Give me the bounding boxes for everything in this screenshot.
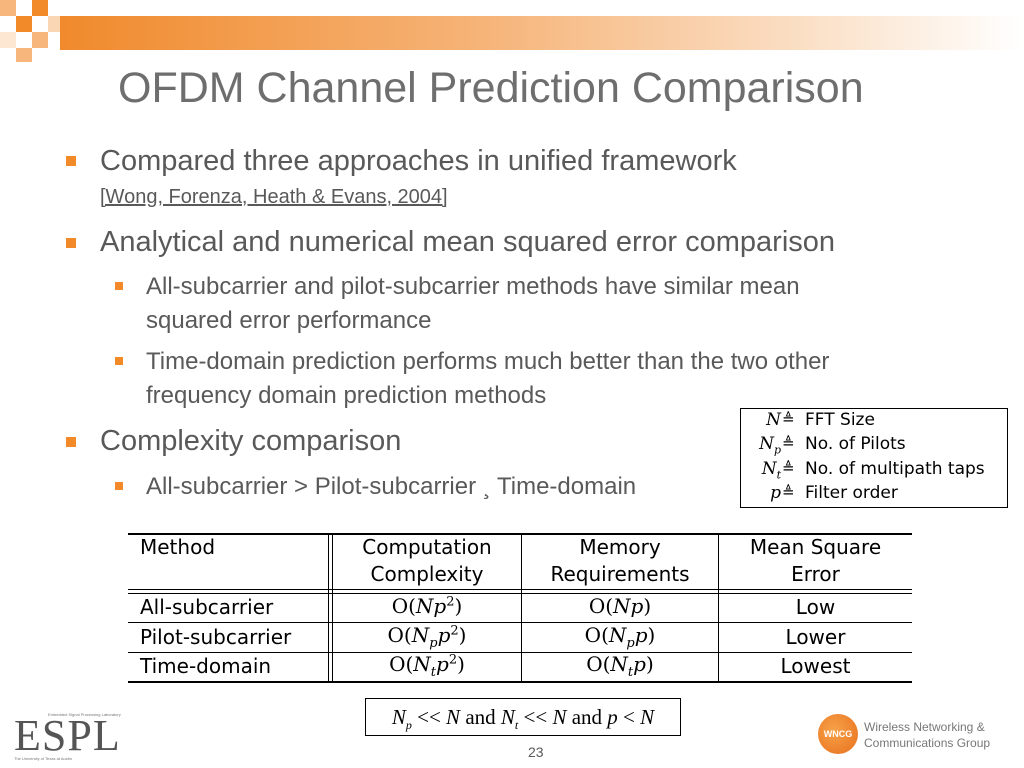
wncg-line2: Communications Group bbox=[864, 736, 991, 750]
legend-symbol: N bbox=[766, 410, 781, 430]
legend-symbol: Np bbox=[759, 434, 781, 457]
decor-square bbox=[0, 0, 16, 16]
legend-symbol: Nt bbox=[761, 459, 781, 482]
slide-title: OFDM Channel Prediction Comparison bbox=[118, 64, 864, 112]
wncg-badge-icon: WNCG bbox=[818, 714, 858, 754]
citation-link[interactable]: [Wong, Forenza, Heath & Evans, 2004] bbox=[100, 186, 448, 208]
table-divider bbox=[332, 533, 333, 683]
bullet-text: Analytical and numerical mean squared er… bbox=[100, 226, 836, 258]
wncg-logo: WNCG Wireless Networking & Communication… bbox=[818, 714, 1018, 760]
table-divider bbox=[521, 533, 522, 683]
sub-bullet-line: frequency domain prediction methods bbox=[146, 382, 547, 409]
bullet-text: Complexity comparison bbox=[100, 425, 402, 457]
wncg-line1: Wireless Networking & bbox=[864, 720, 985, 734]
header-method: Method bbox=[140, 535, 216, 559]
page-number: 23 bbox=[528, 744, 544, 760]
table-rule bbox=[128, 533, 912, 535]
error-cell: Lowest bbox=[780, 654, 851, 678]
method-cell: All-subcarrier bbox=[140, 595, 274, 619]
legend-row: N ≜ FFT Size bbox=[741, 410, 1007, 434]
symbol-legend: N ≜ FFT Size Np ≜ No. of Pilots Nt ≜ No.… bbox=[740, 408, 1008, 508]
espl-wordmark: ESPL bbox=[14, 711, 121, 760]
table-rule bbox=[128, 593, 912, 594]
table-divider bbox=[328, 533, 329, 683]
decor-square bbox=[32, 0, 48, 16]
legend-symbol: p bbox=[770, 483, 781, 503]
legend-text: No. of Pilots bbox=[805, 434, 906, 454]
header-gradient-bar bbox=[60, 16, 1024, 50]
computation-cell: O(Ntp2) bbox=[389, 652, 465, 680]
condition-box: Np << N and Nt << N and p < N bbox=[365, 698, 681, 736]
table-divider bbox=[718, 533, 719, 683]
sub-bullet-marker bbox=[115, 282, 123, 290]
defined-as-icon: ≜ bbox=[782, 434, 795, 452]
memory-cell: O(Ntp) bbox=[586, 652, 654, 680]
computation-cell: O(Npp2) bbox=[387, 623, 467, 651]
defined-as-icon: ≜ bbox=[782, 483, 795, 501]
defined-as-icon: ≜ bbox=[782, 410, 795, 428]
sub-bullet-marker bbox=[115, 482, 123, 490]
sub-bullet-line: All-subcarrier and pilot-subcarrier meth… bbox=[146, 273, 800, 300]
table-rule bbox=[128, 622, 912, 623]
method-cell: Time-domain bbox=[140, 654, 272, 678]
legend-text: FFT Size bbox=[805, 410, 875, 430]
legend-text: No. of multipath taps bbox=[805, 459, 985, 479]
memory-cell: O(Np) bbox=[588, 594, 652, 618]
bullet-text: Compared three approaches in unified fra… bbox=[100, 145, 737, 177]
sub-bullet-line: Time-domain prediction performs much bet… bbox=[146, 348, 830, 375]
legend-row: Np ≜ No. of Pilots bbox=[741, 434, 1007, 458]
bullet-marker bbox=[66, 238, 76, 248]
error-cell: Lower bbox=[785, 625, 846, 649]
defined-as-icon: ≜ bbox=[782, 459, 795, 477]
error-cell: Low bbox=[795, 595, 836, 619]
table-rule bbox=[128, 652, 912, 653]
decor-square bbox=[16, 48, 32, 62]
decor-square bbox=[0, 32, 16, 48]
bullet-marker bbox=[66, 437, 76, 447]
table-rule bbox=[128, 681, 912, 683]
decor-square bbox=[32, 32, 48, 48]
sub-bullet-line: squared error performance bbox=[146, 307, 432, 334]
method-cell: Pilot-subcarrier bbox=[140, 625, 292, 649]
legend-row: Nt ≜ No. of multipath taps bbox=[741, 459, 1007, 483]
bullet-marker bbox=[66, 156, 76, 166]
decor-square bbox=[16, 16, 32, 32]
espl-logo: Embedded Signal Processing Laboratory ES… bbox=[10, 706, 130, 762]
sub-bullet-marker bbox=[115, 357, 123, 365]
memory-cell: O(Npp) bbox=[584, 623, 656, 651]
espl-university: The University of Texas at Austin bbox=[14, 756, 72, 761]
computation-cell: O(Np2) bbox=[391, 594, 463, 618]
legend-row: p ≜ Filter order bbox=[741, 483, 1007, 507]
espl-subtitle: Embedded Signal Processing Laboratory bbox=[48, 712, 121, 717]
sub-bullet-line: All-subcarrier > Pilot-subcarrier ¸ Time… bbox=[146, 473, 637, 500]
legend-text: Filter order bbox=[805, 483, 898, 503]
table-rule bbox=[128, 589, 912, 590]
